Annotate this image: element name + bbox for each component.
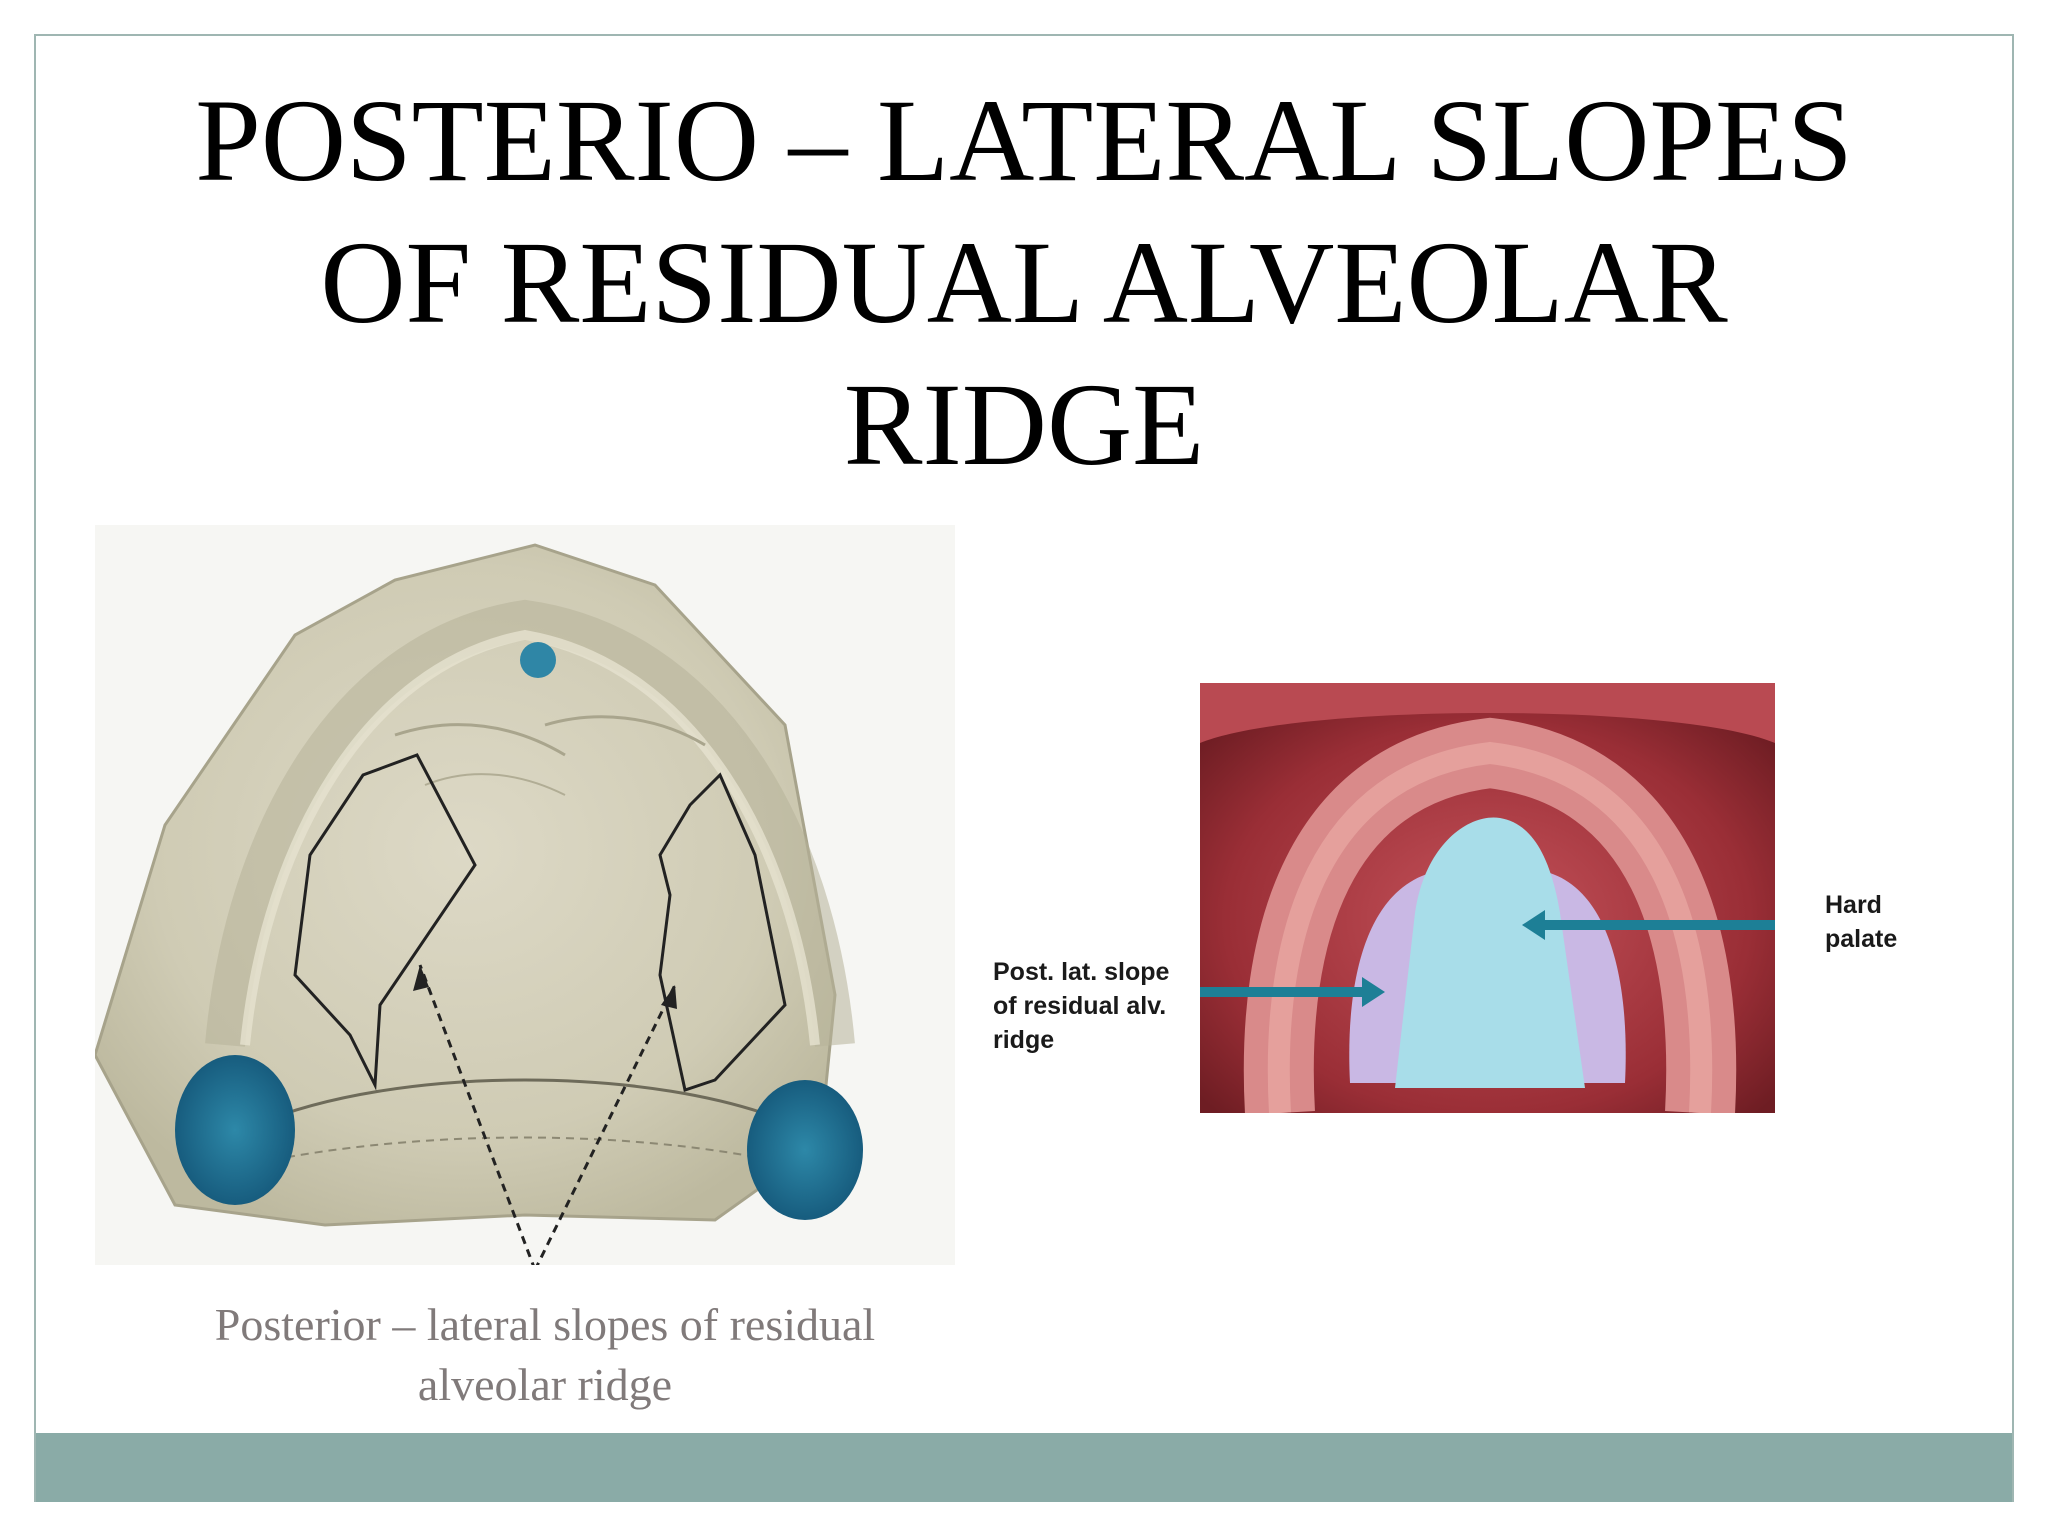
hard-palate-label: Hard palate bbox=[1825, 888, 1945, 956]
title-line: OF RESIDUAL ALVEOLAR bbox=[320, 217, 1728, 348]
caption-line: alveolar ridge bbox=[417, 1359, 673, 1410]
arrow-right bbox=[535, 984, 677, 1265]
label-line: Hard bbox=[1825, 891, 1882, 919]
title-line: RIDGE bbox=[843, 359, 1205, 490]
footer-bar bbox=[36, 1433, 2012, 1502]
label-line: of residual alv. bbox=[993, 992, 1167, 1020]
post-lat-slope-label: Post. lat. slope of residual alv. ridge bbox=[993, 955, 1203, 1057]
right-slope-outline bbox=[658, 772, 787, 1092]
label-line: Post. lat. slope bbox=[993, 958, 1170, 986]
maxillary-cast-image bbox=[95, 525, 955, 1265]
label-line: palate bbox=[1825, 925, 1898, 953]
arrow-to-hard-palate bbox=[1522, 910, 1775, 940]
slide-title: POSTERIO – LATERAL SLOPES OF RESIDUAL AL… bbox=[60, 70, 1988, 496]
label-line: ridge bbox=[993, 1026, 1055, 1054]
arrow-left bbox=[418, 964, 535, 1265]
caption-line: Posterior – lateral slopes of residual bbox=[214, 1299, 876, 1350]
left-tuberosity-marking bbox=[175, 1055, 295, 1205]
hard-palate-region bbox=[1395, 817, 1585, 1088]
left-figure-caption: Posterior – lateral slopes of residual a… bbox=[120, 1295, 970, 1415]
left-slope-outline bbox=[293, 753, 477, 1091]
incisive-papilla-marking bbox=[520, 642, 556, 678]
arrow-to-slope bbox=[1200, 977, 1385, 1007]
title-line: POSTERIO – LATERAL SLOPES bbox=[195, 75, 1853, 206]
cast-base bbox=[95, 543, 837, 1227]
intraoral-photo bbox=[1200, 683, 1775, 1113]
right-tuberosity-marking bbox=[747, 1080, 863, 1220]
